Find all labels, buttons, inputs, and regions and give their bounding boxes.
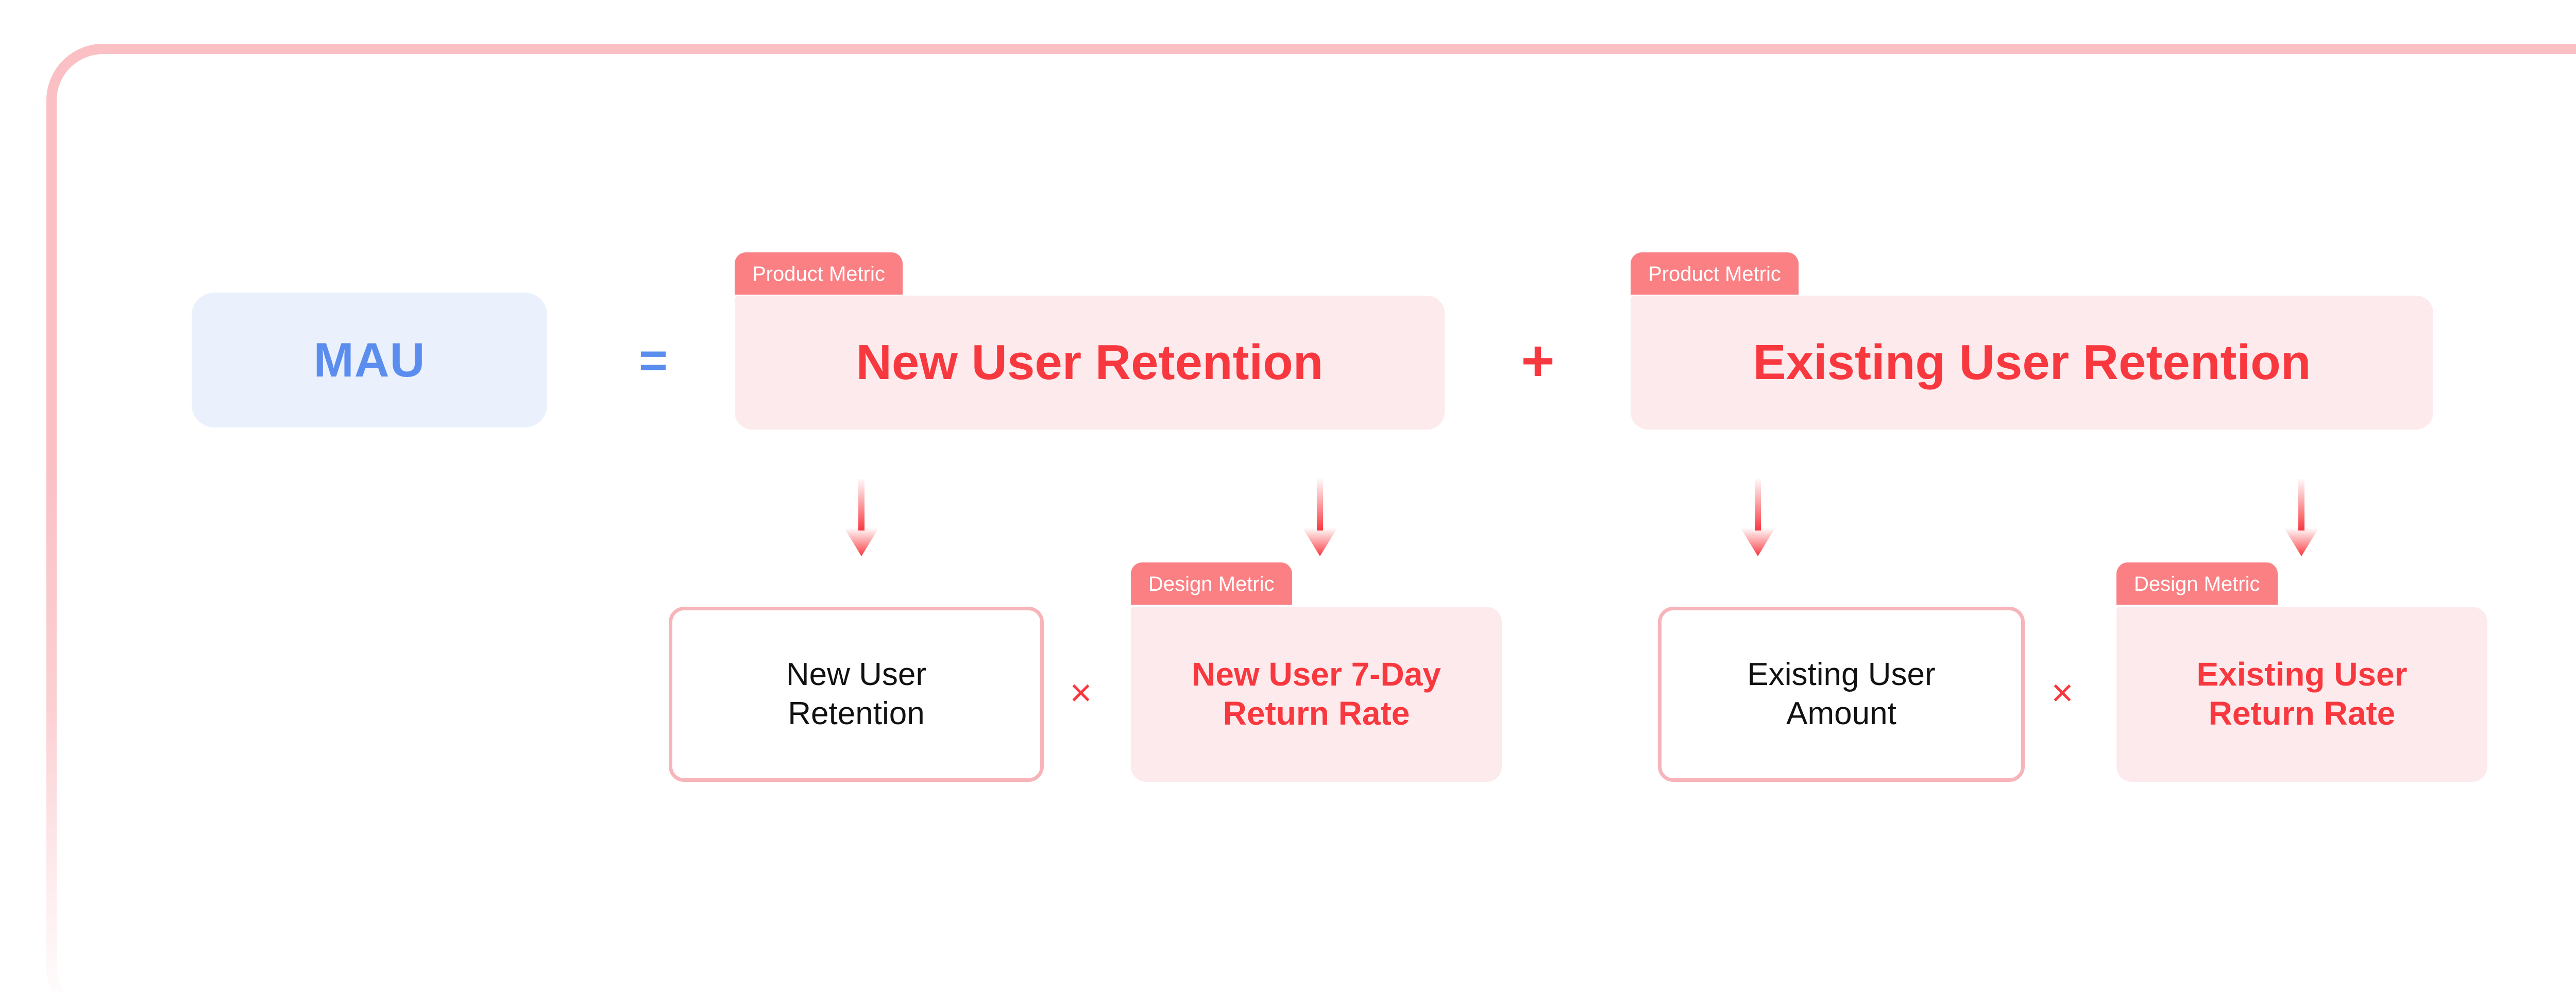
driver-label: New User Retention xyxy=(786,655,926,733)
arrow-down-icon xyxy=(833,479,890,556)
metric-body: New User Retention xyxy=(735,296,1445,430)
metric-label-line2: Return Rate xyxy=(1223,695,1410,732)
driver-box-new-user-retention[interactable]: New User Retention xyxy=(669,607,1044,782)
badge-design-metric: Design Metric xyxy=(1131,562,1292,605)
metric-label-line1: Existing User xyxy=(2196,656,2408,693)
mau-label: MAU xyxy=(313,333,426,387)
metric-body: New User 7-Day Return Rate xyxy=(1131,607,1502,782)
metric-label-line1: New User 7-Day xyxy=(1192,656,1441,693)
operator-equals: = xyxy=(638,333,668,388)
operator-times: × xyxy=(1070,671,1092,714)
card-frame xyxy=(46,44,2576,992)
mau-box[interactable]: MAU xyxy=(192,293,547,427)
metric-label: Existing User Retention xyxy=(1753,335,2311,390)
operator-plus: + xyxy=(1521,329,1555,393)
driver-label-line1: New User xyxy=(786,657,927,693)
driver-label: Existing User Amount xyxy=(1747,655,1935,733)
metric-body: Existing User Retention xyxy=(1631,296,2433,430)
arrow-down-icon xyxy=(2273,479,2330,556)
arrow-down-icon xyxy=(1292,479,1348,556)
driver-label-line2: Retention xyxy=(788,696,925,731)
metric-label-line2: Return Rate xyxy=(2208,695,2396,732)
metric-label: New User Retention xyxy=(856,335,1324,390)
badge-design-metric: Design Metric xyxy=(2116,562,2278,605)
driver-label-line2: Amount xyxy=(1786,696,1896,731)
badge-product-metric: Product Metric xyxy=(1631,252,1799,295)
metric-label: Existing User Return Rate xyxy=(2196,655,2407,733)
operator-times: × xyxy=(2051,671,2074,714)
metric-body: Existing User Return Rate xyxy=(2116,607,2487,782)
badge-product-metric: Product Metric xyxy=(735,252,903,295)
driver-box-existing-user-amount[interactable]: Existing User Amount xyxy=(1658,607,2025,782)
arrow-down-icon xyxy=(1730,479,1786,556)
metric-label: New User 7-Day Return Rate xyxy=(1192,655,1441,733)
driver-label-line1: Existing User xyxy=(1747,657,1936,693)
